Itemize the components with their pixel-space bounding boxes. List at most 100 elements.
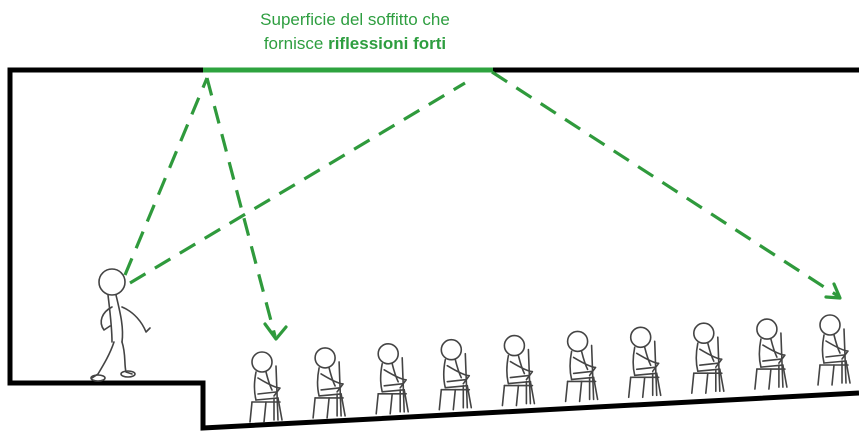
audience-member-chair-back	[464, 352, 469, 409]
audience-member-arm	[572, 356, 597, 377]
audience-member-chair-legs	[375, 392, 394, 415]
ray-ceiling-left-to-front-row	[205, 77, 277, 337]
caption-line-2-prefix: fornisce	[263, 34, 329, 53]
audience-member-thigh-top	[572, 370, 593, 375]
audience-member-arm	[762, 344, 786, 364]
audience-member-thigh-top	[698, 362, 719, 367]
audience-member-chair-back	[653, 340, 658, 397]
audience-member-front	[833, 334, 841, 354]
arrowhead-front-row	[263, 322, 288, 341]
audience-member-chair-back	[780, 332, 784, 388]
room-outline	[7, 67, 859, 431]
caption-line-1: Superficie del soffitto che	[260, 10, 450, 29]
audience-member-chair-legs	[754, 368, 772, 390]
speaker-foot-right	[120, 370, 136, 378]
audience-member	[690, 322, 725, 395]
audience-member-head	[377, 342, 400, 365]
audience-member-head	[819, 314, 841, 336]
audience-member-chair-legs	[690, 372, 709, 395]
audience-member-front	[391, 362, 400, 383]
audience-member-arm	[257, 377, 281, 397]
audience-member-back	[316, 367, 320, 397]
audience-member-front	[265, 371, 273, 391]
caption-line-2: fornisce riflessioni forti	[200, 32, 510, 56]
audience-member-head	[440, 338, 463, 361]
speaker-leg-right	[121, 341, 133, 375]
audience-member-chair-back	[401, 356, 406, 413]
ceiling-caption: Superficie del soffitto che fornisce rif…	[200, 8, 510, 56]
audience-member-thigh-top	[383, 382, 404, 387]
speaker-torso	[115, 294, 124, 343]
caption-line-2-bold: riflessioni forti	[328, 34, 447, 53]
audience-member	[564, 330, 599, 403]
audience-member-thigh-top	[762, 358, 782, 362]
speaker-head	[98, 268, 126, 296]
audience-member-arm	[446, 364, 471, 385]
audience-member-head	[692, 322, 715, 345]
audience-member-chair-back	[338, 361, 342, 417]
audience-member	[817, 314, 851, 386]
audience-member-chair-back	[527, 348, 532, 405]
audience-member-thigh-top	[257, 391, 277, 395]
audience-member-head	[251, 351, 273, 373]
audience-member-arm	[698, 348, 723, 369]
audience-member-thigh-top	[320, 387, 340, 391]
audience-member-arm	[825, 340, 849, 360]
reflection-rays	[123, 70, 842, 341]
audience-member	[501, 334, 536, 407]
audience-member-back	[506, 354, 510, 385]
audience-member-chair-back	[275, 365, 279, 421]
audience-member-thigh-top	[509, 374, 530, 379]
audience-member-head	[314, 347, 336, 369]
audience-member-chair-legs	[312, 397, 330, 419]
speaker-foot-left	[90, 374, 106, 382]
audience-member-chair-back	[716, 336, 721, 393]
audience-member-back	[695, 342, 699, 373]
speaker-figure	[90, 268, 151, 382]
audience-member-front	[770, 338, 778, 358]
speaker-torso-back	[107, 294, 113, 343]
audience-member-back	[443, 358, 447, 389]
audience-member	[627, 326, 662, 399]
audience-member-head	[756, 318, 778, 340]
audience-member-head	[503, 334, 526, 357]
audience-member-arm	[509, 360, 534, 381]
audience-member	[312, 347, 346, 419]
audience-member-arm	[635, 352, 660, 373]
audience-member	[754, 318, 788, 390]
audience-member-front	[580, 350, 589, 371]
audience-member	[249, 351, 283, 423]
audience-member-chair-legs	[438, 388, 457, 411]
audience-member-back	[569, 350, 573, 381]
audience-member-chair-legs	[501, 384, 520, 407]
audience-member-back	[821, 334, 825, 364]
audience-group	[249, 314, 851, 423]
speaker-leg-left	[91, 341, 115, 379]
audience-member-back	[632, 346, 636, 377]
audience-member-back	[758, 338, 762, 368]
audience-member-chair-back	[590, 344, 595, 401]
audience-member-back	[379, 362, 384, 393]
audience-member-head	[566, 330, 589, 353]
ray-speaker-to-ceiling-right	[129, 81, 466, 285]
audience-member-chair-legs	[564, 380, 583, 403]
audience-member-front	[454, 358, 463, 379]
audience-member-head	[629, 326, 652, 349]
speaker-arm-right	[121, 306, 151, 333]
arrowhead-back-row	[824, 282, 842, 300]
audience-member-chair-legs	[817, 364, 835, 386]
audience-member-back	[253, 371, 257, 401]
audience-member	[375, 342, 410, 415]
audience-member-thigh-top	[825, 354, 845, 358]
audience-member-thigh-top	[635, 366, 656, 371]
audience-member-arm	[320, 373, 344, 393]
audience-member-arm	[383, 368, 408, 389]
audience-member-front	[328, 367, 336, 387]
audience-member-chair-legs	[627, 376, 646, 399]
audience-member-chair-back	[843, 328, 847, 384]
audience-member-thigh-top	[446, 378, 467, 383]
ray-speaker-to-ceiling-left	[123, 77, 209, 276]
audience-member-front	[706, 342, 715, 363]
